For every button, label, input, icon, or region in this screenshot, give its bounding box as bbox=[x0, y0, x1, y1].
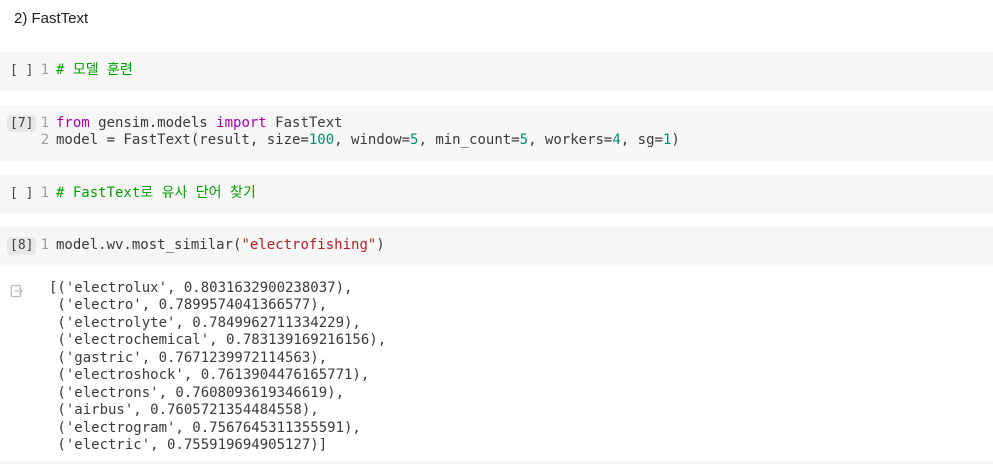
code-line[interactable]: 1 model.wv.most_similar("electrofishing") bbox=[38, 237, 993, 255]
execution-count[interactable]: [ ] bbox=[0, 185, 38, 203]
code-token: model = FastText(result, size= bbox=[56, 132, 309, 148]
code-token: # FastText로 유사 단어 찾기 bbox=[56, 184, 256, 201]
output-text: [('electrolux', 0.8031632900238037), ('e… bbox=[49, 279, 387, 454]
execution-count[interactable]: [7] bbox=[0, 114, 38, 150]
code-token: import bbox=[216, 114, 267, 131]
code-token: , min_count= bbox=[418, 132, 520, 148]
code-token: model.wv.most_similar( bbox=[56, 237, 242, 253]
code-line[interactable]: 2 model = FastText(result, size=100, wind… bbox=[38, 132, 993, 150]
code-content: from gensim.models import FastText bbox=[56, 115, 343, 133]
code-token: from bbox=[56, 114, 90, 131]
line-number: 1 bbox=[40, 184, 49, 201]
line-number: 1 bbox=[40, 62, 49, 78]
line-number: 2 bbox=[40, 132, 49, 148]
code-token: gensim.models bbox=[89, 114, 217, 131]
execution-count[interactable]: [8] bbox=[0, 237, 38, 255]
code-token: 100 bbox=[308, 132, 335, 148]
code-lines: 1 # FastText로 유사 단어 찾기 bbox=[38, 185, 993, 203]
line-number: 1 bbox=[40, 237, 49, 253]
section-title: 2) FastText bbox=[14, 10, 89, 27]
code-token: 5 bbox=[410, 132, 419, 148]
execution-count-label: [7] bbox=[7, 114, 37, 132]
code-token: , window= bbox=[334, 132, 411, 148]
code-token: ) bbox=[671, 132, 680, 148]
code-token: ) bbox=[376, 237, 385, 253]
next-cell-edge bbox=[0, 460, 993, 464]
execution-count-label: [ ] bbox=[10, 63, 34, 78]
code-token: FastText bbox=[266, 114, 343, 131]
line-number: 1 bbox=[40, 114, 49, 131]
code-lines: 1 from gensim.models import FastText 2 mode… bbox=[38, 115, 993, 150]
code-token: 5 bbox=[519, 132, 529, 148]
code-token: 1 bbox=[662, 132, 672, 148]
code-token: "electrofishing" bbox=[241, 237, 377, 253]
output-indicator-icon bbox=[10, 284, 23, 297]
execution-count[interactable]: [ ] bbox=[0, 62, 38, 80]
output-area: [('electrolux', 0.8031632900238037), ('e… bbox=[0, 280, 993, 455]
execution-count-label: [ ] bbox=[10, 185, 34, 201]
code-lines: 1 model.wv.most_similar("electrofishing") bbox=[38, 237, 993, 255]
code-cell: [8]1 model.wv.most_similar("electrofishin… bbox=[0, 227, 993, 266]
code-content: # 모델 훈련 bbox=[56, 62, 133, 80]
code-token: , workers= bbox=[528, 132, 613, 148]
code-line[interactable]: 1 # 모델 훈련 bbox=[38, 62, 993, 80]
code-token: # 모델 훈련 bbox=[56, 62, 133, 78]
code-cell: [ ] 1 # 모델 훈련 bbox=[0, 52, 993, 91]
code-token: 4 bbox=[612, 132, 621, 148]
code-line[interactable]: 1 # FastText로 유사 단어 찾기 bbox=[38, 185, 993, 203]
code-content: model = FastText(result, size=100, windo… bbox=[56, 132, 680, 150]
code-content: model.wv.most_similar("electrofishing") bbox=[56, 237, 385, 255]
code-cell: [ ] 1 # FastText로 유사 단어 찾기 bbox=[0, 174, 993, 213]
code-token: , sg= bbox=[620, 132, 663, 148]
code-content: # FastText로 유사 단어 찾기 bbox=[56, 185, 256, 203]
execution-count-label: [8] bbox=[7, 237, 37, 255]
code-line[interactable]: 1 from gensim.models import FastText bbox=[38, 115, 993, 133]
code-lines: 1 # 모델 훈련 bbox=[38, 62, 993, 80]
